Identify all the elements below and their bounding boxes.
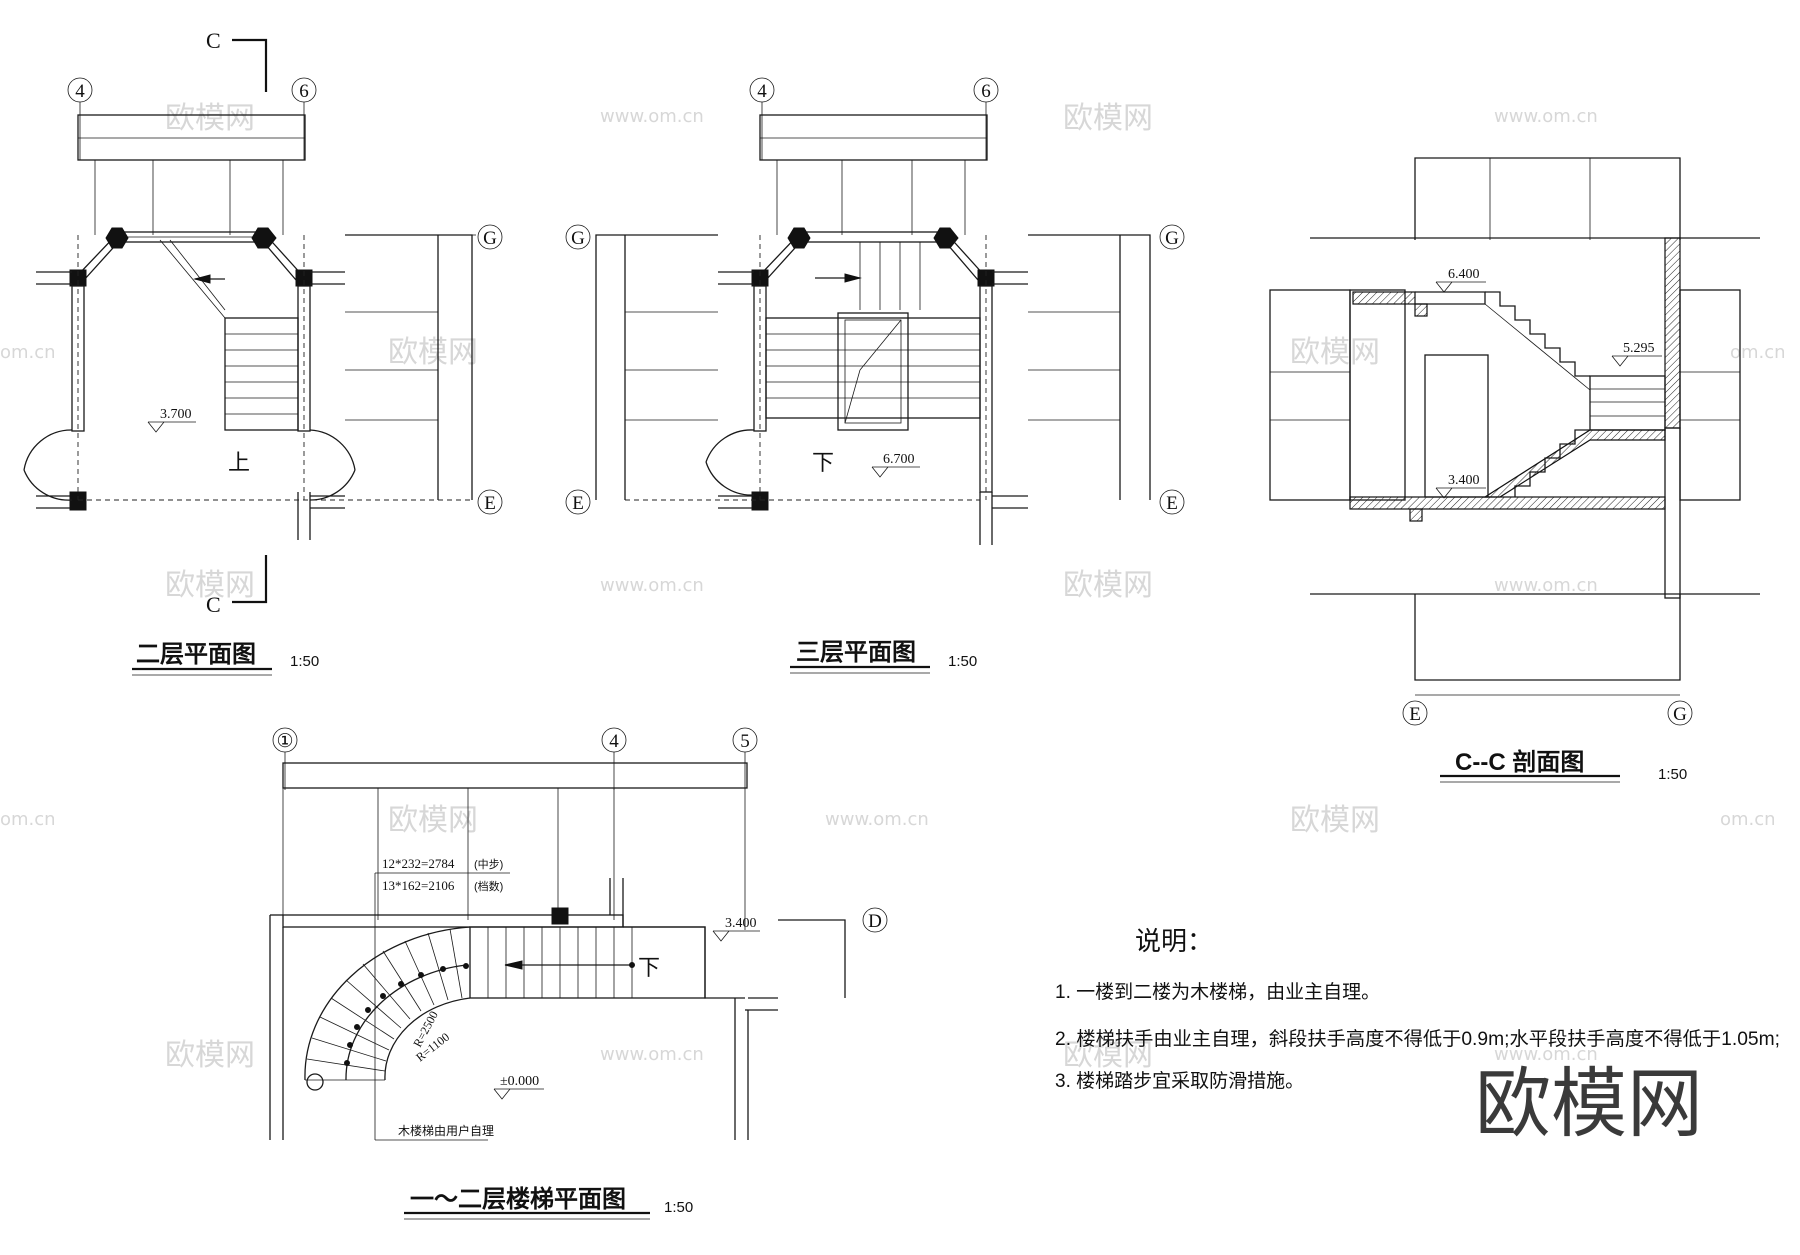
watermark-logo: 欧模网 <box>1063 1038 1153 1073</box>
axis-label-5: 5 <box>740 731 750 752</box>
watermark-url: www.om.cn <box>600 1044 704 1065</box>
axis-label-e: E <box>1409 704 1421 725</box>
brand-logo: 欧模网 <box>1475 1059 1703 1148</box>
section-elevation-mid: 5.295 <box>1623 341 1655 356</box>
plan-scale: 1:50 <box>948 653 977 670</box>
axis-label-4: 4 <box>609 731 619 752</box>
curved-stair-treads <box>306 928 463 1072</box>
axis-label-4: 4 <box>757 81 767 102</box>
elevation-top-label: 3.400 <box>725 916 757 931</box>
watermark-logo: 欧模网 <box>1290 335 1380 370</box>
watermark-url: www.om.cn <box>1494 575 1598 596</box>
section-scale: 1:50 <box>1658 766 1687 783</box>
plan-title: 三层平面图 <box>796 639 916 666</box>
watermark-url: www.om.cn <box>1494 1044 1598 1065</box>
watermark-url-partial: om.cn <box>1720 809 1776 830</box>
axis-label-6: 6 <box>981 81 991 102</box>
axis-label-d: D <box>868 911 882 932</box>
note-item-2: 2. 楼梯扶手由业主自理，斜段扶手高度不得低于0.9m;水平段扶手高度不得低于1… <box>1055 1028 1780 1050</box>
section-mark-c-top: C <box>206 28 221 53</box>
plan-title: 一～二层楼梯平面图 <box>410 1185 626 1213</box>
section-elevation-bottom: 3.400 <box>1448 473 1480 488</box>
section-cc: 6.400 5.295 3.400 E G C--C 剖面图 1:50 <box>1269 157 1760 783</box>
dim-treads-top-note: (中步) <box>474 858 503 871</box>
axis-label-e: E <box>484 493 496 514</box>
axis-label-e: E <box>1166 493 1178 514</box>
watermark-url: www.om.cn <box>600 106 704 127</box>
axis-label-6: 6 <box>299 81 309 102</box>
axis-label-g: G <box>571 228 585 249</box>
stair-direction-down: 下 <box>812 450 834 475</box>
section-cut-line-top <box>232 38 268 92</box>
plan-title: 二层平面图 <box>136 641 256 668</box>
watermark-logo: 欧模网 <box>165 101 255 136</box>
stair-direction-up: 上 <box>228 450 250 475</box>
axis-label-g: G <box>1673 704 1687 725</box>
stair-direction-down: 下 <box>638 955 660 980</box>
notes-heading: 说明： <box>1135 926 1213 956</box>
watermark-url-partial: om.cn <box>0 809 56 830</box>
watermark-logo: 欧模网 <box>1063 101 1153 136</box>
watermark-url: www.om.cn <box>825 809 929 830</box>
axis-label-4: 4 <box>75 81 85 102</box>
wooden-stair-note: 木楼梯由用户自理 <box>398 1123 494 1138</box>
dim-treads-bottom: 13*162=2106 <box>382 878 455 893</box>
section-elevation-top: 6.400 <box>1448 267 1480 282</box>
first-floor-stair-plan: ① 4 5 12*232=2784 (中步) 13*162=2106 (档数) <box>269 727 888 1220</box>
watermark-logo: 欧模网 <box>1063 568 1153 603</box>
axis-label-e: E <box>572 493 584 514</box>
dim-treads-bottom-note: (档数) <box>474 879 503 893</box>
plan-scale: 1:50 <box>664 1199 693 1216</box>
watermark-url-partial: om.cn <box>1730 342 1786 363</box>
note-item-1: 1. 一楼到二楼为木楼梯，由业主自理。 <box>1055 981 1380 1003</box>
watermark-logo: 欧模网 <box>165 1038 255 1073</box>
note-item-3: 3. 楼梯踏步宜采取防滑措施。 <box>1055 1070 1304 1092</box>
watermark-layer: 欧模网 www.om.cn 欧模网 www.om.cn om.cn 欧模网 欧模… <box>0 101 1786 1073</box>
elevation-label: 6.700 <box>883 452 915 467</box>
second-floor-plan: C 4 6 <box>23 28 503 676</box>
dim-treads-top: 12*232=2784 <box>382 856 455 871</box>
elevation-label: 3.700 <box>160 407 192 422</box>
notes-block: 说明： 1. 一楼到二楼为木楼梯，由业主自理。 2. 楼梯扶手由业主自理，斜段扶… <box>1055 926 1780 1092</box>
third-floor-plan: 4 6 <box>565 77 1185 674</box>
section-title: C--C 剖面图 <box>1455 748 1584 776</box>
watermark-logo: 欧模网 <box>388 803 478 838</box>
watermark-logo: 欧模网 <box>165 568 255 603</box>
walking-line-dots <box>344 963 469 1066</box>
axis-label-1: ① <box>276 731 293 752</box>
watermark-url-partial: om.cn <box>0 342 56 363</box>
axis-label-g: G <box>1165 228 1179 249</box>
watermark-logo: 欧模网 <box>1290 803 1380 838</box>
watermark-logo: 欧模网 <box>388 335 478 370</box>
section-mark-c-bottom: C <box>206 592 221 617</box>
axis-label-g: G <box>483 228 497 249</box>
watermark-url: www.om.cn <box>600 575 704 596</box>
elevation-ground-label: ±0.000 <box>500 1074 539 1089</box>
plan-scale: 1:50 <box>290 653 319 670</box>
watermark-url: www.om.cn <box>1494 106 1598 127</box>
